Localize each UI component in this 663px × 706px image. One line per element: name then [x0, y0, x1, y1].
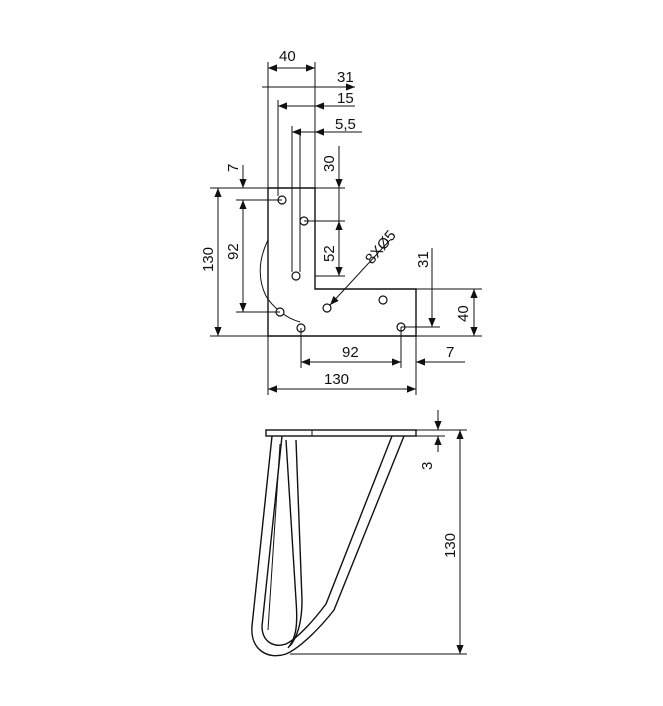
side-plate — [265, 429, 417, 437]
side-dimensions — [290, 410, 467, 655]
dim-7-left: 7 — [225, 164, 242, 172]
right-dimensions — [401, 248, 482, 337]
plate-outline — [267, 187, 417, 337]
hole-4 — [322, 303, 332, 313]
dim-130-side: 130 — [442, 533, 459, 558]
hairpin-leg — [251, 435, 405, 657]
dim-40-right: 40 — [455, 305, 472, 322]
dim-52: 52 — [321, 245, 338, 262]
top-dimensions — [262, 62, 362, 272]
side-view — [251, 429, 417, 657]
dim-7-bottom: 7 — [446, 344, 454, 361]
holes-callout: 8XØ5 — [362, 227, 400, 267]
dim-92-left: 92 — [225, 243, 242, 260]
hole-3 — [291, 271, 301, 281]
dim-5-5: 5,5 — [335, 116, 356, 133]
hole-5 — [378, 295, 388, 305]
dim-130-left: 130 — [200, 247, 217, 272]
dim-40-top: 40 — [279, 48, 296, 65]
leg-hidden-outline — [259, 239, 301, 323]
left-dimensions — [210, 165, 282, 337]
bottom-dimensions — [267, 327, 465, 395]
dim-92-bottom: 92 — [342, 344, 359, 361]
dim-130-bottom: 130 — [324, 371, 349, 388]
top-view — [259, 187, 417, 337]
dim-15: 15 — [337, 90, 354, 107]
dim-31-right: 31 — [415, 251, 432, 268]
dim-30: 30 — [321, 155, 338, 172]
inner-dimensions — [304, 146, 391, 306]
dim-3-side: 3 — [419, 462, 436, 470]
dim-31-top: 31 — [337, 69, 354, 86]
